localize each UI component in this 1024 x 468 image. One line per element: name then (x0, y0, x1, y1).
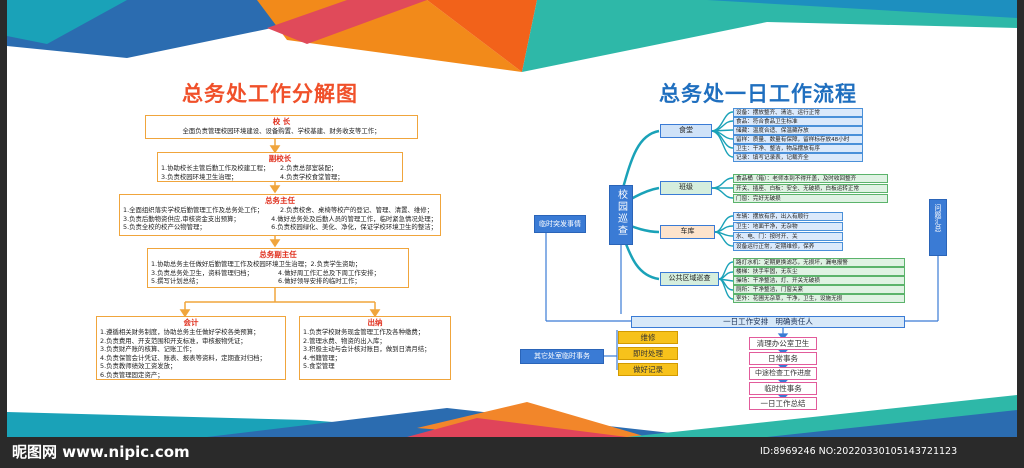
category-class: 班级 (660, 181, 712, 195)
cashier-duty-5: 5.食堂管理 (303, 362, 335, 370)
vice-duty-1: 1.协助校长主管后勤工作及校建工程； (161, 164, 270, 172)
canteen-item-6: 记录：填写记录表，记载齐全 (733, 153, 863, 162)
canteen-item-2: 食品：符合食品卫生标准 (733, 117, 863, 126)
vice-duty-4: 4.负责学校食堂管理； (280, 172, 344, 181)
deputy-duty-3: 3.负责总务处卫生，资料管理归档； (151, 268, 253, 277)
principal-box: 校 长 全面负责管理校园环境建设、设备购置、学校基建、财务收支等工作； (145, 115, 418, 139)
deputy-duty-1: 1.协助总务主任做好后勤管理工作及校园环境卫生治理； (151, 260, 311, 268)
patrol-hub: 校园巡查 (609, 185, 633, 245)
step-daily-summary: 一日工作总结 (749, 397, 817, 410)
cashier-box: 出纳 1.负责学校财务现金管理工作及各种缴费； 2.管理水费、物资的出入库； 3… (299, 316, 451, 380)
right-title: 总务处一日工作流程 (659, 82, 857, 106)
director-duty-2: 2.负责校舍、桌椅等校产的登记、管理、清置、维修； (280, 206, 434, 214)
deputy-duty-4: 4.做好周工作汇总及下周工作安排； (278, 268, 380, 277)
deputy-director-heading: 总务副主任 (259, 250, 297, 259)
category-garage: 车库 (660, 225, 715, 239)
garage-item-4: 设备运行正常，定期维修，保养 (733, 242, 843, 251)
emergency-box: 临时突发事情 (534, 215, 586, 233)
step-daily-affairs: 日常事务 (749, 352, 817, 365)
public-item-3: 操场：干净整洁，灯、开关无破损 (733, 276, 905, 285)
public-item-2: 楼梯：扶手牢固，无灰尘 (733, 267, 905, 276)
director-duty-5: 5.负责全校的校产公物管理； (123, 223, 206, 231)
daily-arrange-bar: 一日工作安排 明确责任人 (631, 316, 905, 328)
class-item-2: 开关、插座、白板：安全、无破损，白板运转正常 (733, 184, 888, 193)
garage-item-1: 车辆：摆放有序，出入有顺行 (733, 212, 843, 221)
summary-box: 问题汇总 (929, 199, 947, 256)
cashier-duty-4: 4.书籍管理； (303, 353, 342, 362)
public-item-4: 厕所：干净整洁，门窗关紧 (733, 285, 905, 294)
decor-bottom (7, 395, 1017, 437)
deputy-duty-6: 6.做好领导安排的临时工作； (278, 277, 361, 285)
patrol-hub-label: 校园巡查 (615, 189, 627, 237)
accountant-duty-6: 6.负责管理固定资产； (100, 370, 164, 379)
right-connectors (545, 111, 939, 400)
step-immediate-handling: 即时处理 (618, 347, 678, 360)
accountant-box: 会计 1.遵循相关财务制度，协助总务主任做好学校各类预算； 2.负责费用、开支范… (96, 316, 286, 380)
public-item-5: 室外：花圃无杂草，干净，卫生，设施无损 (733, 294, 905, 303)
director-duty-6: 6.负责校园绿化、美化、净化，保证学校环境卫生的整洁； (271, 223, 437, 231)
decor-top (7, 0, 1017, 72)
deputy-duty-5: 5.撰写计划总结； (151, 277, 202, 285)
deputy-duty-2: 2.负责学生资助； (310, 260, 362, 268)
canteen-item-1: 设备：摆放整齐、清洁、运行正常 (733, 108, 863, 117)
accountant-duty-3: 3.负责财产账的核算、记账工作； (100, 345, 196, 353)
step-record: 做好记录 (618, 363, 678, 376)
cashier-duty-1: 1.负责学校财务现金管理工作及各种缴费； (303, 328, 425, 336)
step-clean-office: 清理办公室卫生 (749, 337, 817, 350)
step-temporary-affairs: 临时性事务 (749, 382, 817, 395)
deputy-director-box: 总务副主任 1.协助总务主任做好后勤管理工作及校园环境卫生治理；2.负责学生资助… (147, 248, 409, 288)
garage-item-2: 卫生：地面干净，无杂物 (733, 222, 843, 231)
accountant-duty-2: 2.负责费用、开支范围和开支标准，审核报物凭证； (100, 336, 247, 345)
class-item-3: 门窗：完好无破损 (733, 194, 888, 203)
left-title: 总务处工作分解图 (182, 82, 358, 106)
director-duty-4: 4.做好总务处及后勤人员的管理工作，临时紧急情况处理； (271, 214, 437, 223)
director-box: 总务主任 1.全面组织落实学校后勤管理工作及总务处工作； 2.负责校舍、桌椅等校产… (119, 194, 441, 236)
principal-duty: 全面负责管理校园环境建设、设备购置、学校基建、财务收支等工作； (182, 127, 381, 135)
canteen-item-5: 卫生：干净、整洁，物品摆放有序 (733, 144, 863, 153)
class-item-1: 食品桶（箱）：老师本到不得开盖，及时收回整齐 (733, 174, 888, 183)
accountant-duty-5: 5.负责教师绩效工资发放； (100, 362, 177, 370)
canteen-item-4: 留样：质量、数量有保障，留样标存放48小时 (733, 135, 863, 144)
image-id: ID:8969246 NO:20220330105143721123 (760, 446, 958, 457)
canteen-item-3: 储藏：温度合适、保温藏存放 (733, 126, 863, 135)
director-heading: 总务主任 (265, 196, 295, 205)
cashier-duty-2: 2.管理水费、物资的出入库； (303, 336, 386, 345)
public-item-1: 路灯水机：定期更换滤芯，无损坏，漏电报警 (733, 258, 905, 267)
accountant-duty-1: 1.遵循相关财务制度，协助总务主任做好学校各类预算； (100, 328, 260, 336)
category-public-area: 公共区域巡查 (660, 272, 719, 286)
director-duty-1: 1.全面组织落实学校后勤管理工作及总务处工作； (123, 206, 264, 214)
other-dept-box: 其它处室临时事务 (520, 349, 604, 364)
board: 总务处工作分解图 校 长 全面负责管理校园环境建设、设备购置、学校基建、财务收支… (7, 0, 1017, 437)
garage-item-3: 水、电、门：按时开、关 (733, 232, 843, 241)
summary-label: 问题汇总 (934, 204, 942, 232)
accountant-duty-4: 4.负责保管会计凭证、账表、报表等资料，定期查对归档； (100, 353, 266, 362)
principal-heading: 校 长 (272, 117, 291, 126)
cashier-heading: 出纳 (367, 318, 383, 327)
accountant-heading: 会计 (183, 318, 199, 327)
watermark: 昵图网 www.nipic.com (12, 443, 190, 461)
director-duty-3: 3.负责后勤物资供应,审核资金支出预算； (123, 214, 240, 223)
step-progress-check: 中途检查工作进度 (749, 367, 817, 380)
vice-duty-2: 2.负责总部室装配； (280, 164, 338, 172)
vice-duty-3: 3.负责校园环境卫生治理； (161, 172, 238, 181)
step-repair: 维修 (618, 331, 678, 344)
vice-principal-box: 副校长 1.协助校长主管后勤工作及校建工程； 2.负责总部室装配； 3.负责校园环… (157, 152, 403, 182)
category-canteen: 食堂 (660, 124, 712, 138)
cashier-duty-3: 3.积极主动与会计核对账目，做到日清月结； (303, 345, 431, 353)
vice-principal-heading: 副校长 (268, 154, 292, 163)
